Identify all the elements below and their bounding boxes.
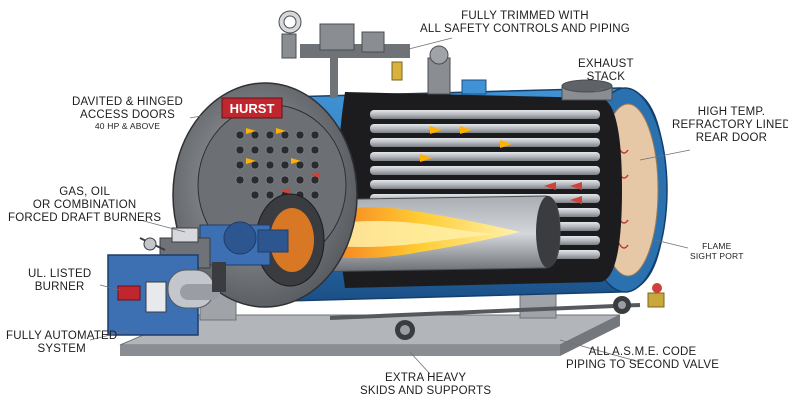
callout-burners-line1: GAS, OIL <box>59 186 111 198</box>
callout-burners: GAS, OIL OR COMBINATION FORCED DRAFT BUR… <box>8 186 161 226</box>
callout-skids: EXTRA HEAVY SKIDS AND SUPPORTS <box>360 372 491 398</box>
callout-doors-line2: ACCESS DOORS <box>79 109 176 122</box>
brand-logo-text: HURST <box>230 101 275 116</box>
callout-flame-line2: SIGHT PORT <box>690 250 744 261</box>
callout-lines <box>89 37 691 375</box>
callout-trim-line2: ALL SAFETY CONTROLS AND PIPING <box>420 23 630 36</box>
callout-asme-piping: ALL A.S.M.E. CODE PIPING TO SECOND VALVE <box>566 346 719 372</box>
callout-exhaust-stack: EXHAUST STACK <box>578 58 634 84</box>
callout-trim-line1: FULLY TRIMMED WITH <box>461 10 589 22</box>
callout-flame-line1: FLAME <box>702 241 732 251</box>
callout-asme-line1: ALL A.S.M.E. CODE <box>588 346 697 358</box>
brand-logo: HURST <box>221 97 283 119</box>
callout-trim: FULLY TRIMMED WITH ALL SAFETY CONTROLS A… <box>420 10 630 36</box>
safety-controls-trim <box>278 10 451 98</box>
callout-refractory-line3: REAR DOOR <box>695 132 768 145</box>
callout-burners-line3: FORCED DRAFT BURNERS <box>8 212 162 225</box>
callout-burners-line2: OR COMBINATION <box>32 199 137 212</box>
callout-exhaust-line2: STACK <box>586 71 626 84</box>
callout-skids-line2: SKIDS AND SUPPORTS <box>360 385 492 398</box>
callout-refractory-door: HIGH TEMP. REFRACTORY LINED REAR DOOR <box>672 106 788 146</box>
code-piping <box>329 283 665 340</box>
callout-doors-line1: DAVITED & HINGED <box>72 96 183 108</box>
forced-draft-burner <box>107 221 289 336</box>
callout-ul-line2: BURNER <box>34 281 85 294</box>
callout-refractory-line2: REFRACTORY LINED <box>672 119 788 132</box>
callout-doors-note: 40 HP & ABOVE <box>94 121 161 132</box>
callout-skids-line1: EXTRA HEAVY <box>384 372 467 384</box>
callout-ul-line1: UL. LISTED <box>28 268 92 280</box>
exhaust-stack <box>461 79 613 101</box>
callout-ul-burner: UL. LISTED BURNER <box>28 268 91 294</box>
callout-asme-line2: PIPING TO SECOND VALVE <box>566 359 720 372</box>
callout-refractory-line1: HIGH TEMP. <box>697 106 766 118</box>
callout-automated-line2: SYSTEM <box>37 343 86 356</box>
callout-automated-system: FULLY AUTOMATED SYSTEM <box>6 330 117 356</box>
callout-automated-line1: FULLY AUTOMATED <box>6 330 118 342</box>
skid-base <box>119 279 621 356</box>
callout-flame-sight-port: FLAME SIGHT PORT <box>690 241 744 262</box>
callout-exhaust-line1: EXHAUST <box>578 58 634 70</box>
callout-access-doors: DAVITED & HINGED ACCESS DOORS 40 HP & AB… <box>72 96 183 132</box>
